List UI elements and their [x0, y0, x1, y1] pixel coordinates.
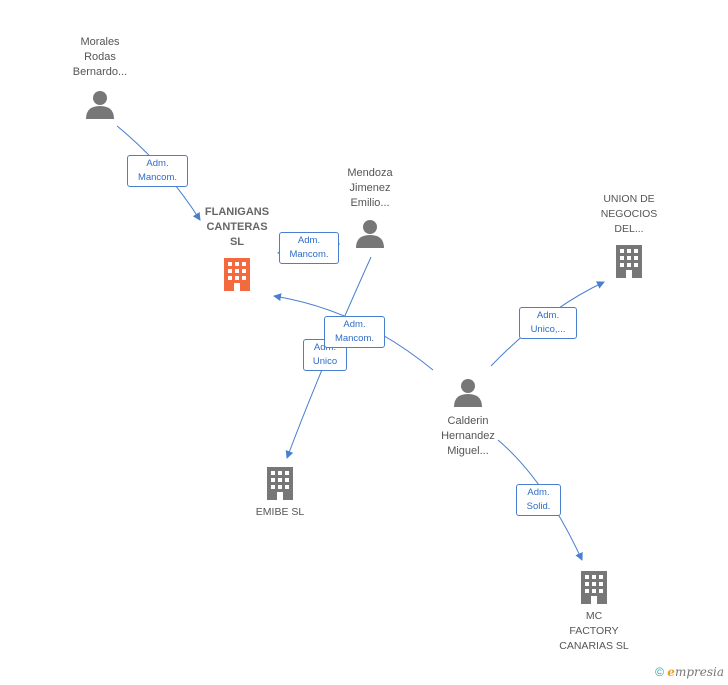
company-node-union[interactable]: UNION DE NEGOCIOS DEL... — [579, 192, 679, 279]
role-badge-calderin-union[interactable]: Adm. Unico,... — [519, 307, 577, 339]
building-icon — [578, 569, 610, 605]
building-icon — [264, 465, 296, 501]
company-node-flanigans[interactable]: FLANIGANS CANTERAS SL — [187, 205, 287, 292]
person-icon — [453, 378, 483, 408]
role-badge-calderin-flanigans[interactable]: Adm. Mancom. — [324, 316, 385, 348]
person-node-calderin[interactable]: Calderin Hernandez Miguel... — [418, 378, 518, 459]
person-label-mendoza: Mendoza Jimenez Emilio... — [347, 167, 393, 209]
person-label-calderin: Calderin Hernandez Miguel... — [441, 415, 495, 457]
company-label-emibe: EMIBE SL — [255, 506, 305, 518]
brand-footer: © empresia — [655, 665, 724, 679]
person-icon — [85, 90, 115, 120]
company-node-mcfactory[interactable]: MC FACTORY CANARIAS SL — [544, 569, 644, 654]
company-label-mcfactory: MC FACTORY CANARIAS SL — [559, 610, 629, 652]
person-node-morales[interactable]: Morales Rodas Bernardo... — [50, 35, 150, 120]
role-badge-morales-flanigans[interactable]: Adm. Mancom. — [127, 155, 188, 187]
brand-initial: e — [667, 665, 675, 679]
person-label-morales: Morales Rodas Bernardo... — [72, 36, 128, 78]
copyright-symbol: © — [655, 665, 664, 679]
role-badge-mendoza-flanigans[interactable]: Adm. Mancom. — [279, 232, 339, 264]
company-label-flanigans: FLANIGANS CANTERAS SL — [204, 206, 270, 248]
company-node-emibe[interactable]: EMIBE SL — [230, 465, 330, 520]
person-node-mendoza[interactable]: Mendoza Jimenez Emilio... — [320, 166, 420, 249]
building-icon — [613, 243, 645, 279]
person-icon — [355, 219, 385, 249]
company-label-union: UNION DE NEGOCIOS DEL... — [600, 193, 658, 235]
role-badge-calderin-mcfactory[interactable]: Adm. Solid. — [516, 484, 561, 516]
building-icon — [221, 256, 253, 292]
brand-name: mpresia — [674, 665, 724, 679]
